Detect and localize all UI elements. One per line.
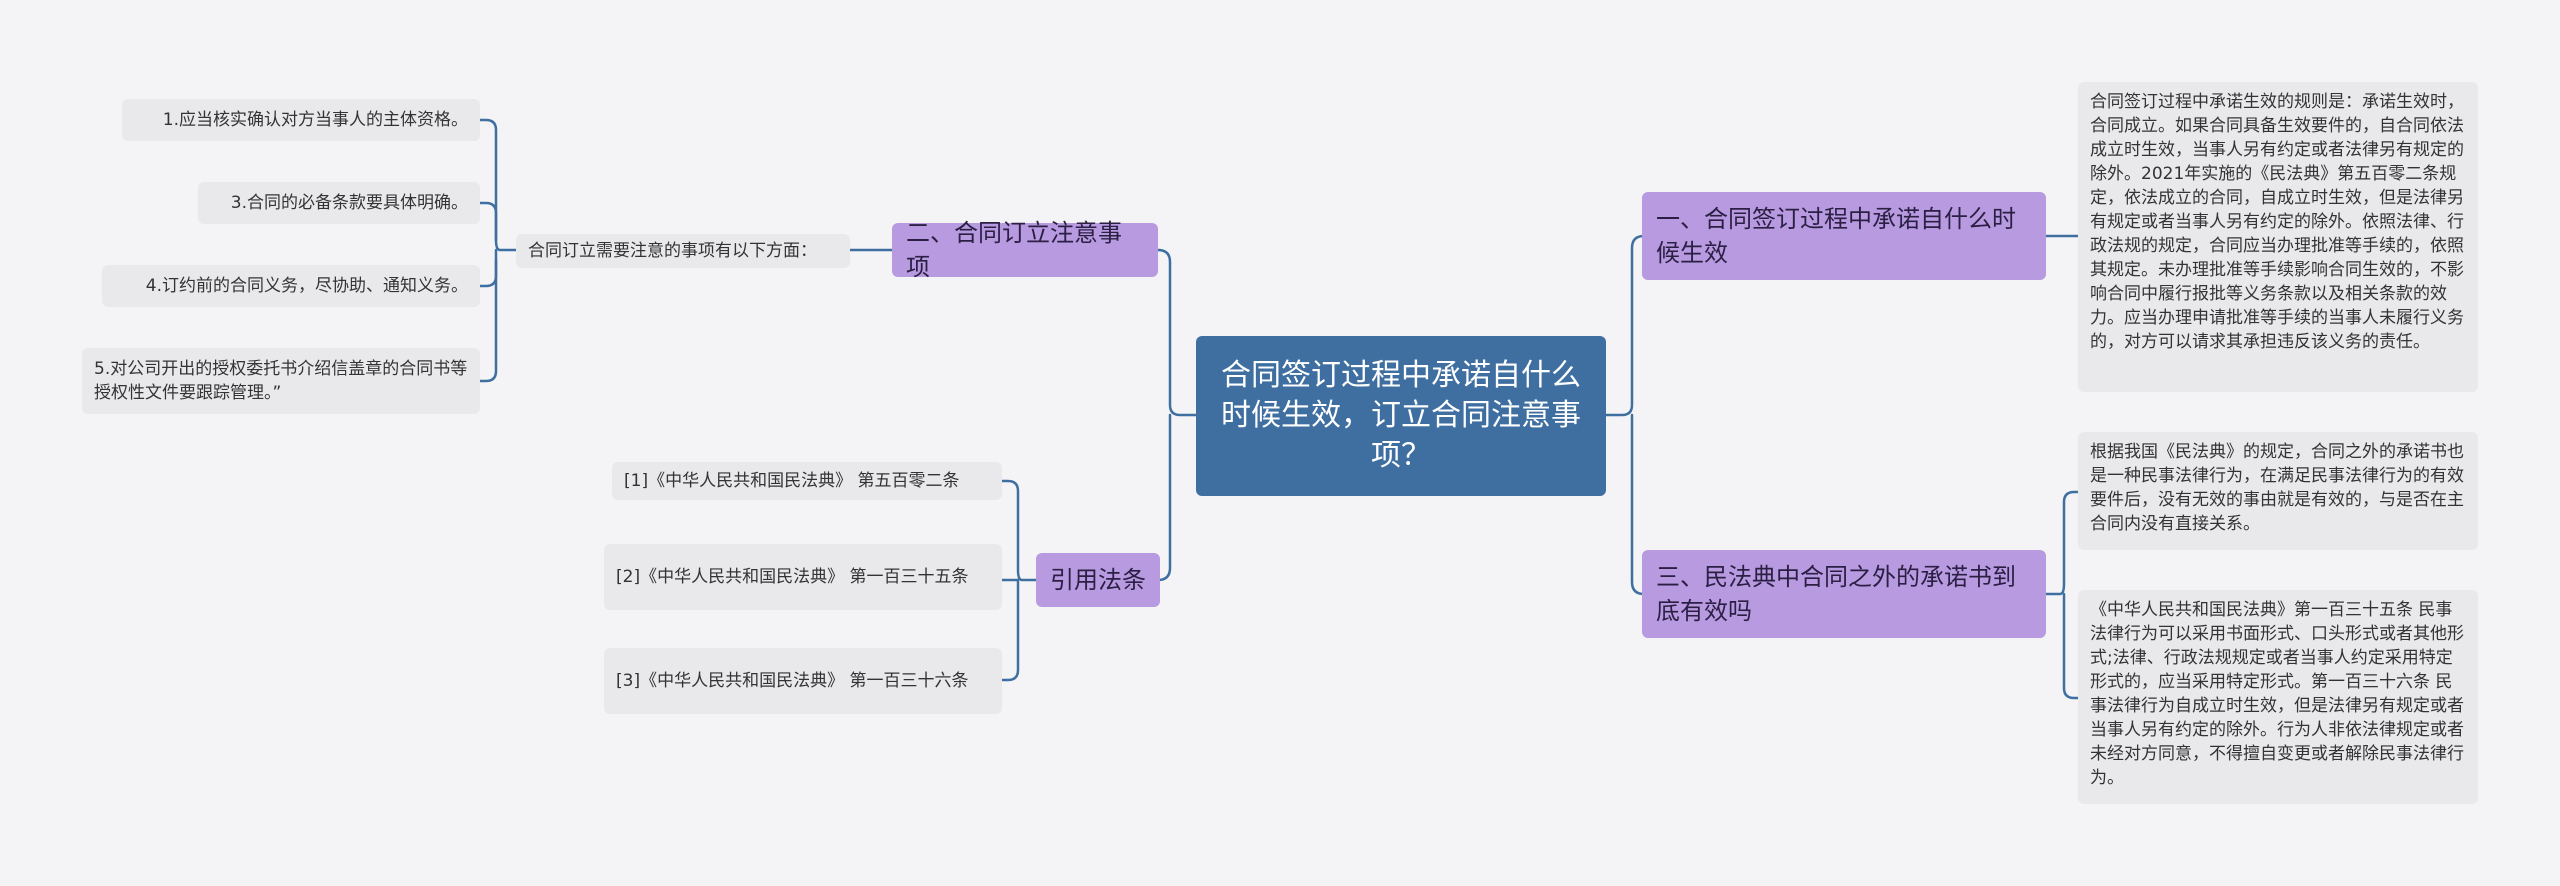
root-topic[interactable]: 合同签订过程中承诺自什么时候生效，订立合同注意事项？	[1196, 336, 1606, 496]
b2-item-1[interactable]: 1.应当核实确认对方当事人的主体资格。	[122, 99, 480, 141]
b1-note-text: 合同签订过程中承诺生效的规则是：承诺生效时，合同成立。如果合同具备生效要件的，自…	[2090, 92, 2464, 352]
cite-item-2-text: [2]《中华人民共和国民法典》 第一百三十五条	[616, 567, 969, 587]
b3-note-2[interactable]: 《中华人民共和国民法典》第一百三十五条 民事法律行为可以采用书面形式、口头形式或…	[2078, 590, 2478, 804]
connector-root-b2	[1157, 248, 1198, 417]
branch-cite-label: 引用法条	[1050, 566, 1146, 594]
connector-b3-note2	[2062, 592, 2080, 700]
connector-intro-item2	[478, 201, 498, 242]
branch-cite[interactable]: 引用法条	[1036, 553, 1160, 607]
connector-b3-note1	[2044, 490, 2080, 596]
b2-item-3-text: 4.订约前的合同义务，尽协助、通知义务。	[145, 276, 468, 296]
connector-intro-item4	[478, 258, 498, 383]
b3-note-2-text: 《中华人民共和国民法典》第一百三十五条 民事法律行为可以采用书面形式、口头形式或…	[2090, 600, 2464, 788]
b3-note-1[interactable]: 根据我国《民法典》的规定，合同之外的承诺书也是一种民事法律行为，在满足民事法律行…	[2078, 432, 2478, 550]
b2-intro-text: 合同订立需要注意的事项有以下方面：	[528, 241, 817, 261]
cite-item-1-text: [1]《中华人民共和国民法典》 第五百零二条	[624, 471, 960, 491]
branch-b3-label: 三、民法典中合同之外的承诺书到底有效吗	[1656, 563, 2016, 625]
cite-item-3-text: [3]《中华人民共和国民法典》 第一百三十六条	[616, 671, 969, 691]
connector-root-b1	[1604, 234, 1645, 417]
connector-cite-items	[1000, 479, 1038, 582]
connector-root-cite	[1157, 413, 1172, 582]
cite-item-1[interactable]: [1]《中华人民共和国民法典》 第五百零二条	[612, 462, 1002, 500]
b2-intro[interactable]: 合同订立需要注意的事项有以下方面：	[516, 234, 850, 268]
connector-intro-item3	[478, 248, 498, 288]
branch-b2[interactable]: 二、合同订立注意事项	[892, 219, 1158, 281]
cite-item-3[interactable]: [3]《中华人民共和国民法典》 第一百三十六条	[604, 648, 1002, 714]
branch-b1[interactable]: 一、合同签订过程中承诺自什么时候生效	[1642, 192, 2046, 280]
b3-note-1-text: 根据我国《民法典》的规定，合同之外的承诺书也是一种民事法律行为，在满足民事法律行…	[2090, 442, 2464, 534]
b2-item-1-text: 1.应当核实确认对方当事人的主体资格。	[162, 110, 468, 130]
b2-item-2[interactable]: 3.合同的必备条款要具体明确。	[198, 182, 480, 224]
b1-note[interactable]: 合同签订过程中承诺生效的规则是：承诺生效时，合同成立。如果合同具备生效要件的，自…	[2078, 82, 2478, 392]
connector-intro-item1	[478, 118, 518, 252]
branch-b3[interactable]: 三、民法典中合同之外的承诺书到底有效吗	[1642, 550, 2046, 638]
b2-item-2-text: 3.合同的必备条款要具体明确。	[230, 193, 468, 213]
b2-item-4-text: 5.对公司开出的授权委托书介绍信盖章的合同书等授权性文件要跟踪管理。”	[94, 359, 468, 403]
b2-item-4[interactable]: 5.对公司开出的授权委托书介绍信盖章的合同书等授权性文件要跟踪管理。”	[82, 348, 480, 414]
branch-b2-label: 二、合同订立注意事项	[906, 219, 1122, 281]
b2-item-3[interactable]: 4.订约前的合同义务，尽协助、通知义务。	[102, 265, 480, 307]
connector-cite-item3	[1000, 578, 1020, 682]
cite-item-2[interactable]: [2]《中华人民共和国民法典》 第一百三十五条	[604, 544, 1002, 610]
branch-b1-label: 一、合同签订过程中承诺自什么时候生效	[1656, 205, 2016, 267]
root-topic-text: 合同签订过程中承诺自什么时候生效，订立合同注意事项？	[1221, 358, 1581, 473]
